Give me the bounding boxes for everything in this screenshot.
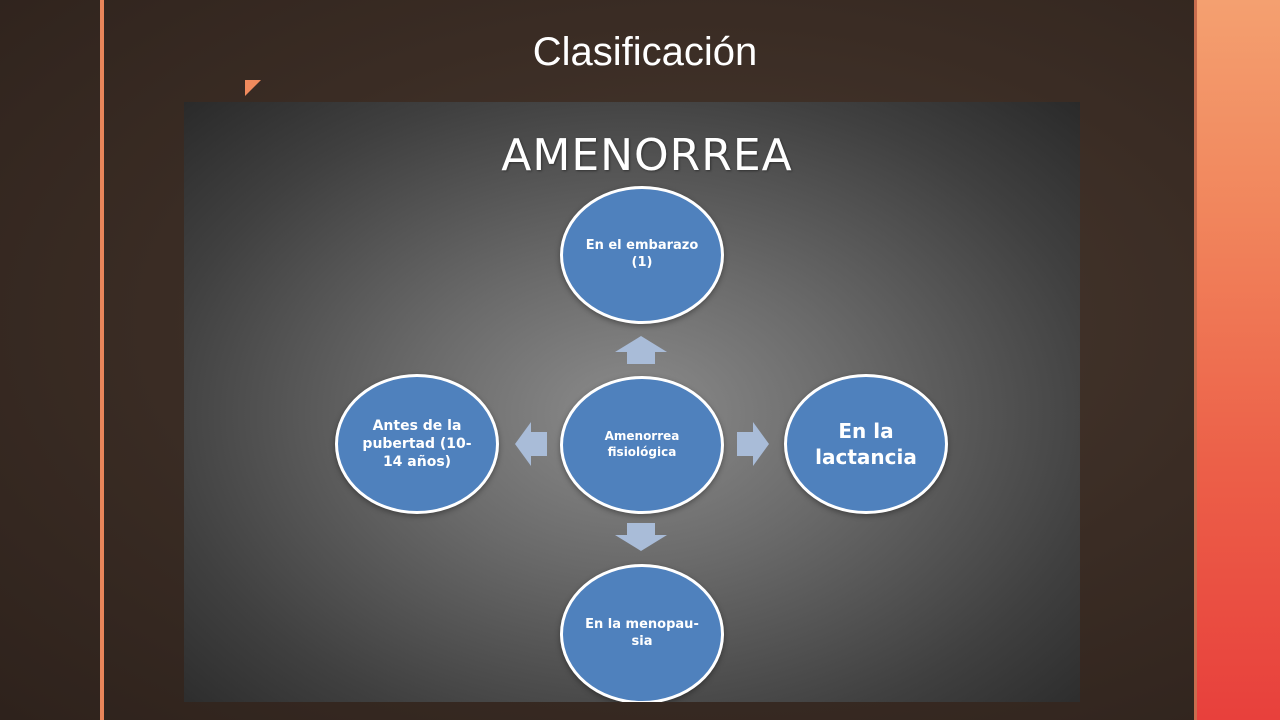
left-accent-rule	[100, 0, 104, 720]
node-center: Amenorrea fisiológica	[560, 376, 724, 514]
node-right-label: En la lactancia	[815, 419, 917, 469]
corner-triangle-icon	[245, 80, 261, 96]
node-bottom: En la menopau-sia	[560, 564, 724, 702]
right-decorative-band	[1194, 0, 1280, 720]
arrow-up-icon	[615, 336, 667, 364]
arrow-down-icon	[615, 523, 667, 551]
diagram-panel: AMENORREA Amenorrea fisiológica En el em…	[184, 102, 1080, 702]
node-left: Antes de la pubertad (10-14 años)	[335, 374, 499, 514]
right-band-edge	[1194, 0, 1197, 720]
slide-title: Clasificación	[532, 30, 758, 74]
diagram-heading: AMENORREA	[501, 130, 793, 181]
arrow-right-icon	[737, 422, 769, 466]
node-top-label: En el embarazo (1)	[585, 238, 699, 270]
node-center-label: Amenorrea fisiológica	[604, 429, 680, 459]
node-left-label: Antes de la pubertad (10-14 años)	[362, 417, 472, 471]
node-bottom-label: En la menopau-sia	[585, 617, 699, 649]
node-right: En la lactancia	[784, 374, 948, 514]
node-top: En el embarazo (1)	[560, 186, 724, 324]
arrow-left-icon	[515, 422, 547, 466]
